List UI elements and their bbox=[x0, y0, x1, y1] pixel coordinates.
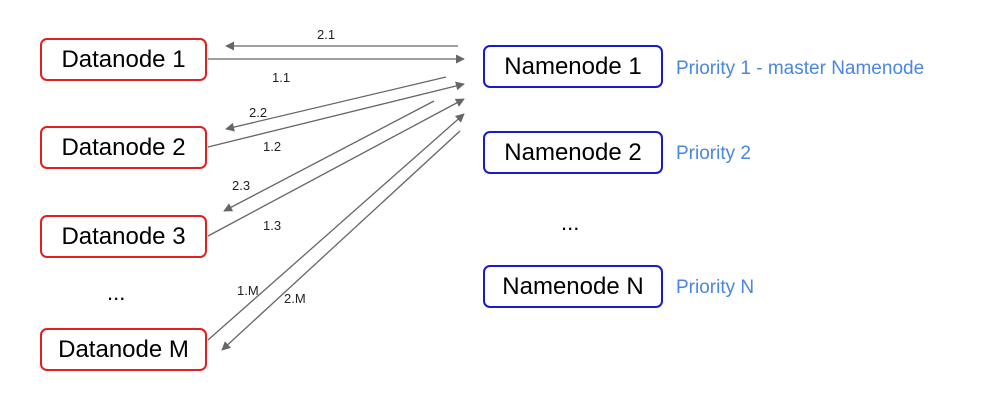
edge-1-3 bbox=[207, 98, 465, 237]
edge-2-3 bbox=[223, 100, 435, 212]
edge-label-2-2: 2.2 bbox=[249, 105, 267, 120]
namenode-1: Namenode 1 bbox=[483, 45, 663, 88]
edge-2-M bbox=[221, 130, 461, 351]
namenode-2-priority: Priority 2 bbox=[676, 143, 751, 164]
edge-label-2-M: 2.M bbox=[284, 291, 306, 306]
namenode-ellipsis: ... bbox=[561, 210, 580, 235]
datanode-m: Datanode M bbox=[40, 328, 207, 371]
edge-label-2-3: 2.3 bbox=[232, 178, 250, 193]
edge-label-1-M: 1.M bbox=[237, 283, 259, 298]
edge-label-1-1: 1.1 bbox=[272, 70, 290, 85]
edge-1-M bbox=[207, 113, 465, 341]
namenode-n-priority: Priority N bbox=[676, 277, 755, 298]
namenode-2: Namenode 2 bbox=[483, 131, 663, 174]
namenode-n: Namenode N bbox=[483, 265, 663, 308]
edge-1-2 bbox=[207, 81, 465, 148]
datanode-3: Datanode 3 bbox=[40, 215, 207, 258]
datanode-1: Datanode 1 bbox=[40, 38, 207, 81]
edge-2-2 bbox=[225, 76, 447, 132]
edge-label-1-3: 1.3 bbox=[263, 218, 281, 233]
edge-label-2-1: 2.1 bbox=[317, 27, 335, 42]
datanode-ellipsis: ... bbox=[107, 280, 126, 305]
edge-label-1-2: 1.2 bbox=[263, 139, 281, 154]
namenode-1-priority: Priority 1 - master Namenode bbox=[676, 58, 925, 79]
datanode-2: Datanode 2 bbox=[40, 126, 207, 169]
